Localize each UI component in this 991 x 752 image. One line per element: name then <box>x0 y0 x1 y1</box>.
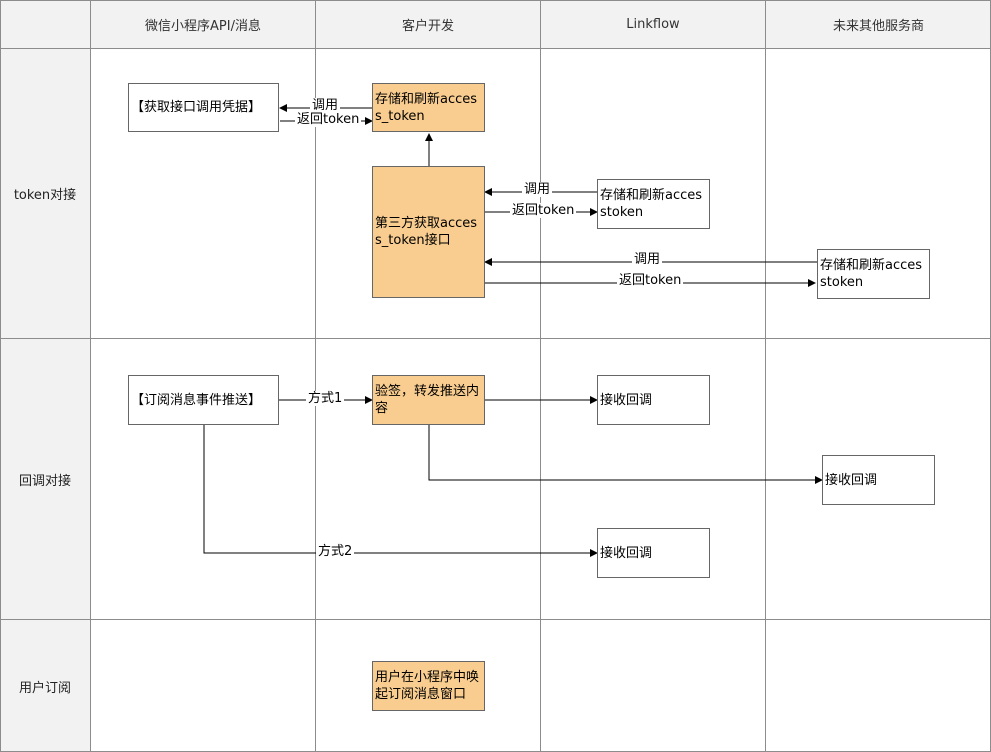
future-store-box: 存储和刷新accesstoken <box>817 249 930 299</box>
get-credential-box: 【获取接口调用凭据】 <box>128 83 279 132</box>
row-label-token: token对接 <box>0 49 90 338</box>
row-label-callback: 回调对接 <box>0 339 90 619</box>
edge-label-call-3: 调用 <box>632 252 663 267</box>
column-header-linkflow: Linkflow <box>541 0 765 48</box>
row-label-subscribe: 用户订阅 <box>0 620 90 752</box>
edge-label-call-1: 调用 <box>310 98 341 113</box>
edge-label-method-1: 方式1 <box>306 391 345 406</box>
verify-forward-box: 验签，转发推送内容 <box>372 375 485 425</box>
grid-line <box>90 0 91 752</box>
edge-label-method-2: 方式2 <box>316 544 355 559</box>
column-header-future: 未来其他服务商 <box>766 0 991 48</box>
future-receive-box: 接收回调 <box>822 455 935 505</box>
grid-line <box>0 619 991 620</box>
arrow-forward-future <box>428 425 823 484</box>
column-header-client: 客户开发 <box>316 0 540 48</box>
user-popup-box: 用户在小程序中唤起订阅消息窗口 <box>372 661 485 711</box>
edge-label-return-3: 返回token <box>617 273 684 288</box>
grid-line <box>0 0 991 1</box>
grid-line <box>0 48 991 49</box>
linkflow-receive-box-2: 接收回调 <box>597 528 710 578</box>
grid-line <box>540 0 541 752</box>
third-party-token-box: 第三方获取access_token接口 <box>372 166 485 298</box>
header-corner <box>0 0 90 48</box>
grid-line <box>315 0 316 752</box>
edge-label-return-2: 返回token <box>510 203 577 218</box>
arrow-method-2 <box>203 425 598 557</box>
linkflow-receive-box-1: 接收回调 <box>597 375 710 425</box>
edge-label-return-1: 返回token <box>295 112 362 127</box>
grid-line <box>765 0 766 752</box>
subscribe-push-box: 【订阅消息事件推送】 <box>128 375 279 425</box>
column-header-wechat: 微信小程序API/消息 <box>91 0 315 48</box>
grid-line <box>0 0 1 752</box>
edge-label-call-2: 调用 <box>522 182 553 197</box>
linkflow-store-box: 存储和刷新accesstoken <box>597 179 710 229</box>
grid-line <box>0 338 991 339</box>
store-refresh-token-box: 存储和刷新access_token <box>372 83 485 132</box>
